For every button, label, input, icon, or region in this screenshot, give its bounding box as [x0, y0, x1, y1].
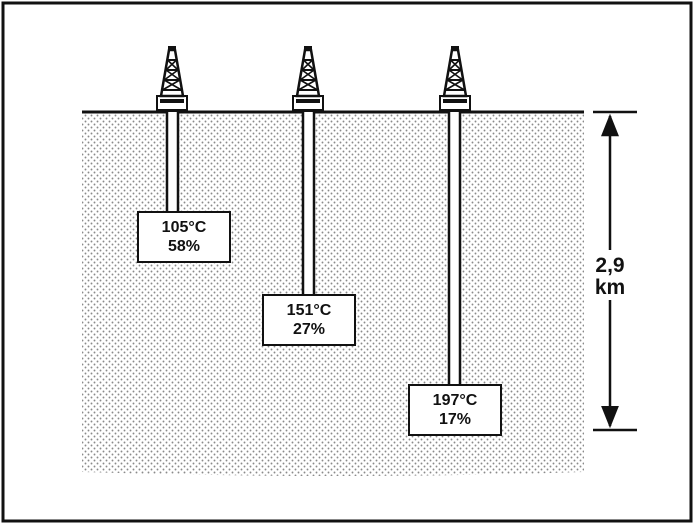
well-3-temperature: 197°C	[432, 392, 478, 409]
well-3-percent: 17%	[438, 411, 472, 428]
drilling-rig-icon	[291, 44, 325, 112]
well-shaft-2	[301, 112, 316, 294]
drilling-rig-icon	[438, 44, 472, 112]
well-2-temperature: 151°C	[286, 302, 332, 319]
well-shaft-1	[165, 112, 180, 212]
well-label-2: 151°C 27%	[262, 294, 356, 346]
well-label-1: 105°C 58%	[137, 211, 231, 263]
well-1-temperature: 105°C	[161, 219, 207, 236]
well-2-percent: 27%	[292, 321, 326, 338]
well-label-3: 197°C 17%	[408, 384, 502, 436]
depth-unit: km	[594, 276, 626, 299]
drilling-rig-icon	[155, 44, 189, 112]
depth-value: 2,9	[595, 254, 625, 277]
well-shaft-3	[447, 112, 462, 386]
well-1-percent: 58%	[167, 238, 201, 255]
depth-label: 2,9 km	[585, 255, 635, 299]
